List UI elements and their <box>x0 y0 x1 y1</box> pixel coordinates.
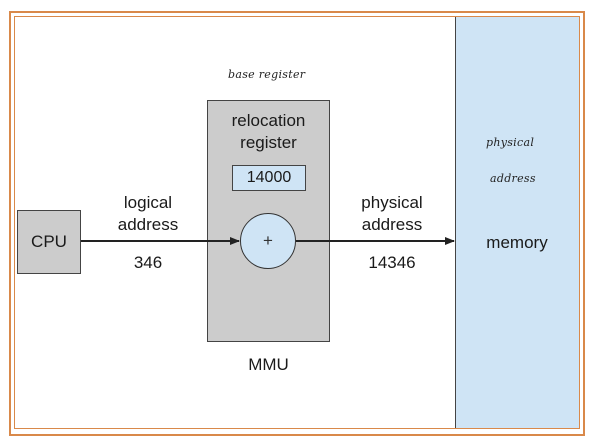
plus-icon: + <box>263 231 273 250</box>
handwritten-address: address <box>490 172 536 185</box>
memory-label: memory <box>486 233 548 252</box>
register-value-text: 14000 <box>246 169 292 186</box>
relocation-register-title-line1: relocation <box>231 111 306 130</box>
logical-address-line1: logical <box>123 193 173 212</box>
logical-address-value: 346 <box>133 253 163 272</box>
mmu-label: MMU <box>248 355 289 374</box>
adder-circle: + <box>240 213 296 269</box>
outer-frame <box>9 11 585 436</box>
physical-address-line2: address <box>361 215 423 234</box>
cpu-label: CPU <box>31 232 67 251</box>
physical-address-value: 14346 <box>368 253 416 272</box>
relocation-register-value: 14000 <box>232 165 306 191</box>
handwritten-base-register: base register <box>228 68 306 81</box>
physical-address-line1: physical <box>361 193 423 212</box>
cpu-box: CPU <box>17 210 81 274</box>
handwritten-physical: physical <box>486 136 535 149</box>
logical-address-line2: address <box>117 215 179 234</box>
memory-block <box>455 17 579 428</box>
relocation-register-title-line2: register <box>240 133 297 152</box>
